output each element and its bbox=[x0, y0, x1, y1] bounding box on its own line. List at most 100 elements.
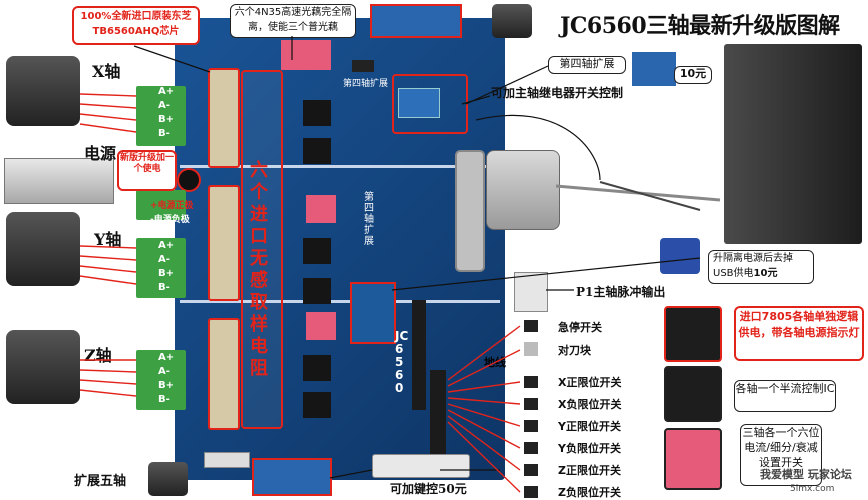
fourth-axis-header bbox=[352, 60, 374, 72]
fourth-axis-board-text: 第四轴扩展 bbox=[343, 79, 389, 89]
pin-x-b-plus: B+ bbox=[158, 114, 175, 125]
switch-label-z-pos: Z正限位开关 bbox=[558, 464, 621, 477]
switch-label-z-neg: Z负限位开关 bbox=[558, 486, 621, 499]
db25-connector bbox=[455, 150, 485, 272]
stepper-motor-x-icon bbox=[6, 56, 80, 126]
switch-icon bbox=[524, 420, 538, 432]
optocoupler-chip bbox=[303, 392, 331, 418]
optocoupler-chip bbox=[303, 278, 331, 304]
switch-label-x-pos: X正限位开关 bbox=[558, 376, 622, 389]
optocoupler-chip bbox=[303, 355, 331, 381]
axis4-vertical-text: 第四轴扩展 bbox=[364, 192, 374, 247]
switch-icon bbox=[524, 486, 538, 498]
stepper-motor-z-icon bbox=[6, 330, 80, 404]
keypad-callout: 可加键控50元 bbox=[390, 482, 467, 496]
pin-x-a-plus: A+ bbox=[158, 86, 175, 97]
board-power-note: 新版升级加一个使电 bbox=[117, 150, 177, 191]
isolated-price-text: 10元 bbox=[753, 268, 778, 279]
computer-case bbox=[724, 44, 862, 244]
power-capacitor bbox=[177, 168, 201, 192]
pin-z-b-plus: B+ bbox=[158, 380, 175, 391]
dip-switch[interactable] bbox=[281, 40, 331, 70]
pin-x-a-minus: A- bbox=[158, 100, 170, 111]
power-pos-label: +电源正极 bbox=[150, 201, 194, 211]
current-ic-image bbox=[664, 366, 722, 422]
switch-icon bbox=[524, 342, 538, 356]
watermark: 我爱模型 玩家论坛 bbox=[760, 468, 852, 481]
pin-y-b-minus: B- bbox=[158, 282, 170, 293]
switch-label-x-neg: X负限位开关 bbox=[558, 398, 622, 411]
switch-icon bbox=[524, 376, 538, 388]
power-supply-icon bbox=[4, 158, 114, 204]
pin-y-a-minus: A- bbox=[158, 254, 170, 265]
page-title: JC6560三轴最新升级版图解 bbox=[560, 13, 840, 39]
mcu-chip bbox=[350, 282, 396, 344]
dip-switch[interactable] bbox=[306, 312, 336, 340]
optocoupler-chip bbox=[303, 100, 331, 126]
fourth-axis-module bbox=[370, 4, 462, 38]
spindle-vfd-icon bbox=[514, 272, 548, 312]
terminal-x bbox=[136, 86, 186, 146]
optocoupler-chip bbox=[303, 138, 331, 164]
optocoupler-chip bbox=[303, 238, 331, 264]
watermark-url: 5imx.com bbox=[790, 484, 835, 494]
relay-callout: 可加主轴继电器开关控制 bbox=[491, 86, 624, 100]
dip-switch-image bbox=[664, 428, 722, 490]
regulator-callout: 进口7805各轴单独逻辑供电，带各轴电源指示灯 bbox=[734, 306, 864, 361]
optocoupler-callout: 六个4N35高速光藕完全隔离，使能三个普光藕 bbox=[230, 4, 356, 38]
pin-z-b-minus: B- bbox=[158, 394, 170, 405]
power-neg-label: -电源负极 bbox=[150, 215, 190, 225]
stepper-motor-y-icon bbox=[6, 212, 80, 286]
chip-callout: 100%全新进口原装东芝TB6560AHQ芯片 bbox=[72, 6, 200, 45]
switch-icon bbox=[524, 464, 538, 476]
switch-label-y-neg: Y负限位开关 bbox=[558, 442, 621, 455]
io-header bbox=[412, 300, 426, 410]
switch-icon bbox=[524, 398, 538, 410]
switch-label-tool-setter: 对刀块 bbox=[558, 344, 591, 357]
isolated-power-callout: 升隔离电源后去掉USB供电10元 bbox=[708, 250, 814, 284]
pin-y-b-plus: B+ bbox=[158, 268, 175, 279]
pin-y-a-plus: A+ bbox=[158, 240, 175, 251]
keypad-image bbox=[372, 454, 470, 478]
db25-cable bbox=[486, 150, 560, 230]
isolated-power-text: 升隔离电源后去掉USB供电 bbox=[713, 253, 793, 279]
regulator-image bbox=[664, 306, 722, 362]
pin-z-a-plus: A+ bbox=[158, 352, 175, 363]
current-ic-callout: 各轴一个半流控制IC bbox=[734, 380, 836, 412]
power-label: 电源 bbox=[84, 144, 117, 163]
board-silkscreen bbox=[180, 165, 500, 168]
driver-module-z bbox=[208, 318, 240, 430]
switch-icon bbox=[524, 320, 538, 332]
fifth-axis-module bbox=[252, 458, 332, 496]
relay bbox=[398, 88, 440, 118]
pin-z-a-minus: A- bbox=[158, 366, 170, 377]
dip-callout: 三轴各一个六位电流/细分/衰减设置开关 bbox=[740, 424, 822, 486]
terminal-y bbox=[136, 238, 186, 298]
pin-x-b-minus: B- bbox=[158, 128, 170, 139]
spindle-pulse-label: P1主轴脉冲输出 bbox=[576, 285, 666, 299]
board-vertical-text: 六个进口无感取样电阻 bbox=[250, 160, 268, 379]
terminal-power bbox=[136, 190, 186, 220]
stepper-motor-5-icon bbox=[148, 462, 188, 496]
switch-icon bbox=[524, 442, 538, 454]
x-axis-label: X轴 bbox=[92, 62, 121, 81]
cable-icon bbox=[204, 452, 250, 468]
y-axis-label: Y轴 bbox=[94, 230, 122, 249]
dip-switch[interactable] bbox=[306, 195, 336, 223]
isolation-module bbox=[660, 238, 700, 274]
parallel-cable bbox=[555, 184, 721, 202]
z-axis-label: Z轴 bbox=[84, 346, 112, 365]
io-header bbox=[430, 370, 446, 460]
stepper-motor-4-icon bbox=[492, 4, 532, 38]
switch-label-estop: 急停开关 bbox=[558, 321, 602, 334]
sense-resistor-block bbox=[241, 70, 283, 429]
switch-list: 急停开关 对刀块 X正限位开关 X负限位开关 Y正限位开关 Y负限位开关 Z正限… bbox=[524, 318, 642, 500]
fifth-axis-label: 扩展五轴 bbox=[74, 474, 127, 489]
switch-label-y-pos: Y正限位开关 bbox=[558, 420, 621, 433]
driver-module-x bbox=[208, 68, 240, 168]
fourth-axis-callout: 第四轴扩展 bbox=[548, 56, 626, 74]
extension-board bbox=[632, 52, 676, 86]
ground-label: 地线 bbox=[484, 356, 506, 369]
usb-cable-2 bbox=[599, 181, 701, 211]
terminal-z bbox=[136, 350, 186, 410]
